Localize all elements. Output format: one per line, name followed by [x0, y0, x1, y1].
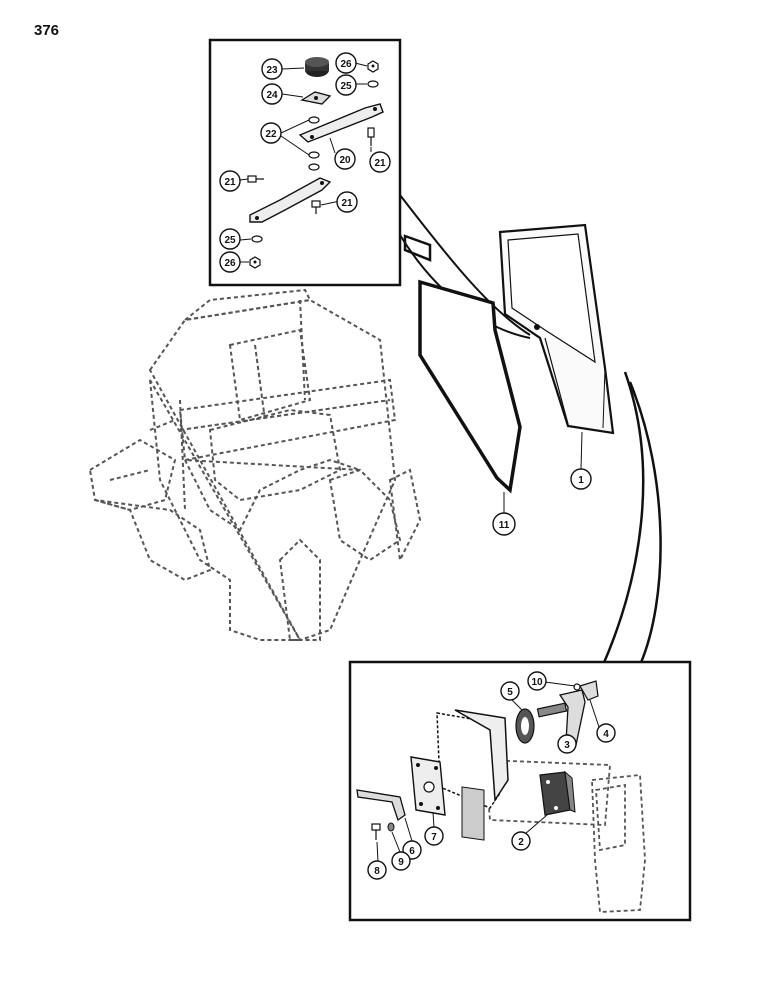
nut-26-bottom	[249, 256, 261, 269]
bolts-21	[247, 127, 375, 214]
bolt-part-8	[371, 823, 381, 840]
svg-text:5: 5	[507, 687, 513, 698]
svg-text:25: 25	[340, 81, 352, 92]
svg-text:25: 25	[224, 235, 236, 246]
rod-part-6	[356, 789, 406, 822]
top-inset-leaders	[239, 62, 372, 263]
washer-25-bottom	[251, 235, 263, 243]
callout-11: 11	[492, 512, 516, 536]
gasket-part-5	[515, 708, 535, 744]
svg-text:20: 20	[339, 155, 351, 166]
callout-5: 5	[500, 681, 520, 701]
svg-text:11: 11	[499, 520, 510, 531]
callout-26-bottom: 26	[219, 251, 241, 273]
callout-21-left: 21	[219, 170, 241, 192]
callout-24: 24	[261, 83, 283, 105]
svg-text:7: 7	[431, 832, 437, 843]
svg-text:21: 21	[224, 177, 236, 188]
callout-25-bottom: 25	[219, 228, 241, 250]
svg-text:21: 21	[374, 158, 386, 169]
svg-text:26: 26	[340, 59, 352, 70]
callout-1: 1	[570, 468, 592, 490]
callout-4: 4	[596, 723, 616, 743]
callout-8: 8	[367, 860, 387, 880]
washers-22	[308, 116, 320, 171]
callout-9: 9	[391, 851, 411, 871]
svg-text:22: 22	[265, 129, 277, 140]
bottom-inset-leaders	[376, 681, 601, 863]
top-inset-box	[208, 38, 531, 339]
svg-text:8: 8	[374, 866, 380, 877]
callout-23: 23	[261, 58, 283, 80]
callout-20: 20	[334, 148, 356, 170]
callout-26-top: 26	[335, 52, 357, 74]
knob-part-23	[305, 57, 329, 77]
door-pillar-phantom	[484, 759, 646, 913]
callout-10: 10	[527, 671, 547, 691]
page-number: 376	[34, 22, 60, 39]
callout-21-right: 21	[369, 151, 391, 173]
glass-seal-part-11	[403, 234, 522, 494]
plate-part-7	[410, 756, 446, 816]
svg-text:4: 4	[603, 729, 609, 740]
arm-part-20-lower	[249, 177, 332, 223]
bottom-inset-box	[348, 660, 692, 922]
svg-text:26: 26	[224, 258, 236, 269]
latch-housing	[436, 709, 509, 841]
svg-text:10: 10	[531, 677, 543, 688]
screw-part-10	[573, 683, 581, 691]
svg-text:9: 9	[398, 857, 404, 868]
callout-7: 7	[424, 826, 444, 846]
washer-part-9	[387, 822, 395, 832]
callout-25-top: 25	[335, 74, 357, 96]
base-part-24	[300, 91, 332, 105]
svg-text:21: 21	[341, 198, 353, 209]
svg-text:2: 2	[518, 837, 524, 848]
svg-text:3: 3	[564, 740, 570, 751]
bottom-lead-lines	[601, 371, 662, 666]
lever-part-4	[579, 680, 599, 701]
svg-text:1: 1	[578, 475, 584, 486]
cab-frame-phantom	[88, 288, 422, 642]
nut-26-top	[367, 60, 379, 73]
callout-3: 3	[557, 734, 577, 754]
washer-25-top	[367, 80, 379, 88]
striker-part-2	[539, 770, 576, 816]
svg-text:6: 6	[409, 846, 415, 857]
callout-22: 22	[260, 122, 282, 144]
callout-2: 2	[511, 831, 531, 851]
callout-21-middle: 21	[336, 191, 358, 213]
arm-part-20-upper	[298, 103, 384, 143]
svg-text:24: 24	[266, 90, 278, 101]
window-frame-part-1	[498, 223, 615, 435]
svg-text:23: 23	[266, 65, 278, 76]
